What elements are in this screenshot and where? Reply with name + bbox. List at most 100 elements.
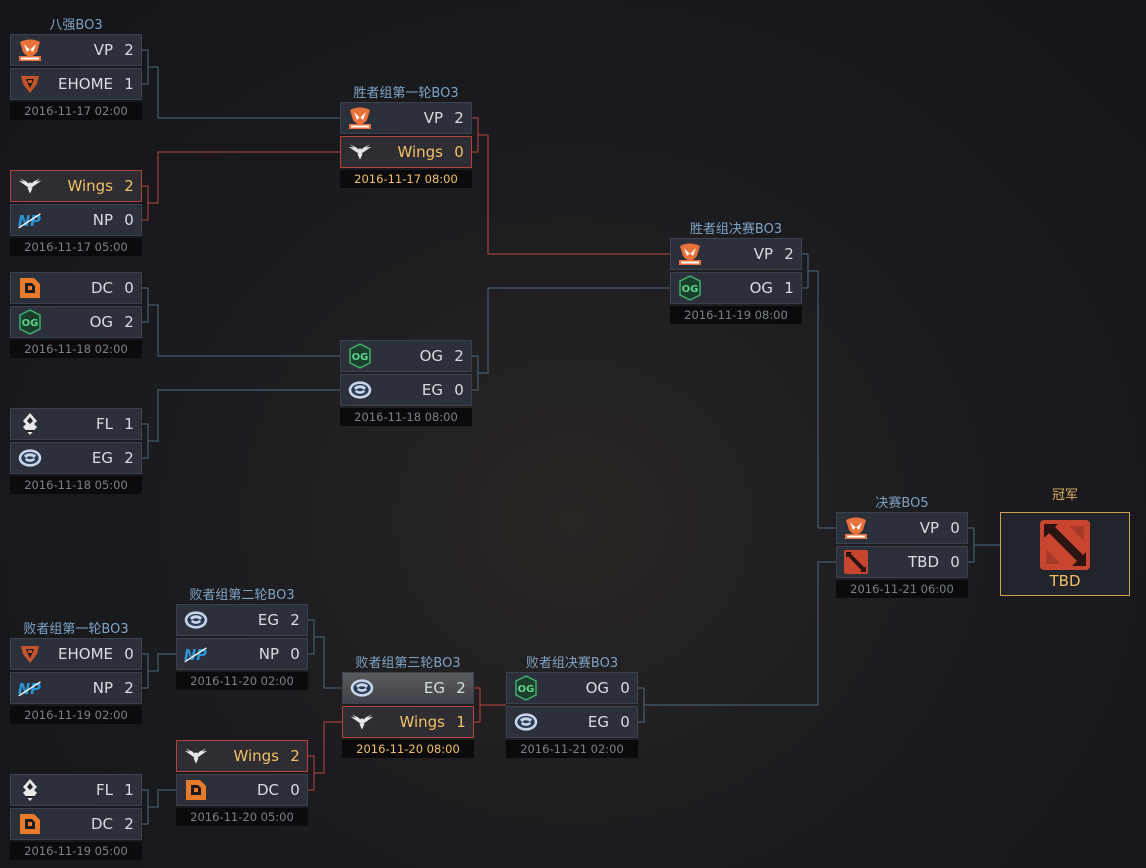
team-score: 2 bbox=[124, 177, 134, 195]
stage-label: 八强BO3 bbox=[49, 18, 103, 33]
match-datetime: 2016-11-18 05:00 bbox=[10, 476, 142, 494]
stage-label: 胜者组决赛BO3 bbox=[689, 222, 783, 237]
match-datetime: 2016-11-19 02:00 bbox=[10, 706, 142, 724]
team-row[interactable]: DC 0 bbox=[176, 774, 308, 806]
np-logo-icon: NP bbox=[17, 675, 43, 701]
team-score: 1 bbox=[124, 781, 134, 799]
match-datetime: 2016-11-17 08:00 bbox=[340, 170, 472, 188]
match-datetime: 2016-11-20 02:00 bbox=[176, 672, 308, 690]
match-datetime: 2016-11-20 08:00 bbox=[342, 740, 474, 758]
match-lr2a[interactable]: 败者组第二轮BO3EG2NPNP02016-11-20 02:00 bbox=[176, 588, 308, 690]
team-score: 0 bbox=[620, 679, 630, 697]
wings-logo-icon bbox=[347, 139, 373, 165]
team-row[interactable]: EHOME 1 bbox=[10, 68, 142, 100]
match-qf2[interactable]: Wings2NPNP02016-11-17 05:00 bbox=[10, 170, 142, 256]
team-name: VP bbox=[423, 109, 443, 127]
dc-logo-icon bbox=[183, 777, 209, 803]
vp-logo-icon bbox=[677, 241, 703, 267]
team-name: Wings bbox=[397, 143, 443, 161]
dota-logo-icon bbox=[843, 549, 869, 575]
team-score: 1 bbox=[456, 713, 466, 731]
team-row[interactable]: DC 0 bbox=[10, 272, 142, 304]
team-score: 0 bbox=[124, 211, 134, 229]
team-name: DC bbox=[256, 781, 279, 799]
vp-logo-icon bbox=[843, 515, 869, 541]
team-row[interactable]: NPNP2 bbox=[10, 672, 142, 704]
team-score: 0 bbox=[454, 381, 464, 399]
ehome-logo-icon bbox=[17, 71, 43, 97]
fl-logo-icon bbox=[17, 777, 43, 803]
match-lr1a[interactable]: 败者组第一轮BO3EHOME0NPNP22016-11-19 02:00 bbox=[10, 622, 142, 724]
team-name: Wings bbox=[233, 747, 279, 765]
team-score: 0 bbox=[290, 645, 300, 663]
eg-logo-icon bbox=[349, 675, 375, 701]
wings-logo-icon bbox=[183, 743, 209, 769]
team-name: EG bbox=[423, 679, 445, 697]
team-name: TBD bbox=[907, 553, 939, 571]
team-score: 2 bbox=[290, 747, 300, 765]
team-score: 0 bbox=[290, 781, 300, 799]
match-datetime: 2016-11-19 05:00 bbox=[10, 842, 142, 860]
stage-label: 败者组第三轮BO3 bbox=[355, 656, 461, 671]
team-row[interactable]: VP 0 bbox=[836, 512, 968, 544]
team-score: 1 bbox=[124, 75, 134, 93]
team-score: 2 bbox=[454, 109, 464, 127]
team-name: NP bbox=[92, 679, 113, 697]
match-datetime: 2016-11-20 05:00 bbox=[176, 808, 308, 826]
team-score: 2 bbox=[454, 347, 464, 365]
team-row[interactable]: NPNP0 bbox=[176, 638, 308, 670]
team-row[interactable]: VP 2 bbox=[340, 102, 472, 134]
team-name: EHOME bbox=[58, 75, 113, 93]
team-score: 0 bbox=[950, 519, 960, 537]
team-name: VP bbox=[919, 519, 939, 537]
team-row[interactable]: Wings 2 bbox=[176, 740, 308, 772]
team-name: OG bbox=[419, 347, 443, 365]
dc-logo-icon bbox=[17, 275, 43, 301]
team-name: DC bbox=[90, 279, 113, 297]
match-datetime: 2016-11-18 08:00 bbox=[340, 408, 472, 426]
team-row[interactable]: NP NP 0 bbox=[10, 204, 142, 236]
stage-label: 胜者组第一轮BO3 bbox=[353, 86, 459, 101]
champion-name: TBD bbox=[1049, 572, 1081, 590]
match-datetime: 2016-11-18 02:00 bbox=[10, 340, 142, 358]
svg-text:OG: OG bbox=[682, 284, 699, 295]
team-score: 1 bbox=[784, 279, 794, 297]
np-logo-icon: NP bbox=[17, 207, 43, 233]
team-name: NP bbox=[92, 211, 113, 229]
match-datetime: 2016-11-21 06:00 bbox=[836, 580, 968, 598]
team-score: 0 bbox=[124, 279, 134, 297]
champion-box[interactable]: TBD bbox=[1000, 512, 1130, 596]
team-score: 2 bbox=[290, 611, 300, 629]
team-name: VP bbox=[93, 41, 113, 59]
